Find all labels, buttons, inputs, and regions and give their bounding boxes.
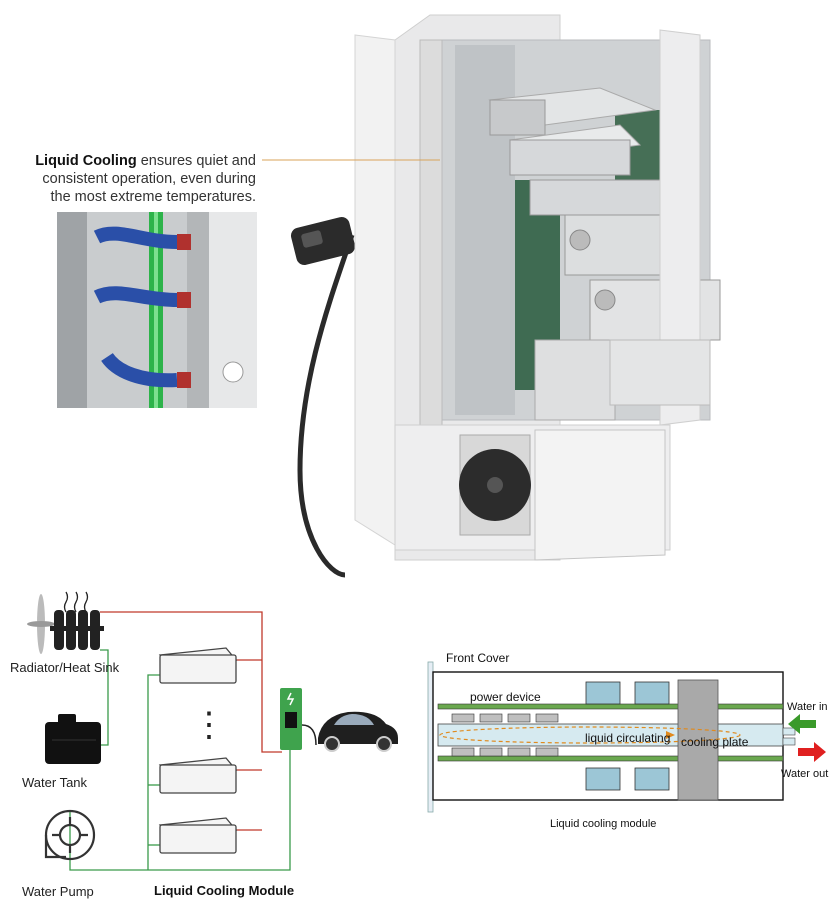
cooling-fan (459, 449, 531, 521)
callout-line3: the most extreme temperatures. (50, 189, 257, 205)
water-pump-label: Water Pump (22, 884, 94, 899)
return-lines (69, 649, 291, 871)
cooling-module-boxes (158, 647, 238, 854)
liquid-cooling-callout: Liquid Cooling ensures quiet and consist… (14, 152, 256, 206)
car-icon (318, 711, 398, 752)
charger-illustration (262, 14, 721, 578)
radiator-label: Radiator/Heat Sink (10, 660, 120, 675)
charging-gun (290, 217, 356, 265)
blue-hoses (93, 226, 178, 388)
cooling-hose-inset (57, 212, 257, 408)
power-devices (451, 713, 559, 757)
cooling-plate-label: cooling plate (681, 735, 749, 749)
liquid-circulation-path (439, 726, 741, 744)
callout-title: Liquid Cooling (35, 153, 137, 169)
cooling-system-diagram (27, 591, 398, 871)
module-ellipsis: ⋮ (192, 706, 226, 744)
callout-line1: ensures quiet and (136, 153, 256, 169)
liquid-circulating-label: liquid circulating (585, 731, 671, 745)
water-in-label: Water in (787, 701, 828, 713)
front-cover-plate (427, 661, 434, 813)
front-cover-label: Front Cover (446, 651, 510, 665)
water-out-label: Water out (781, 768, 829, 780)
water-tank-icon (45, 714, 101, 764)
water-tank-label: Water Tank (22, 775, 88, 790)
ev-charger-icon (280, 688, 317, 750)
supply-lines (100, 611, 282, 831)
liquid-cooling-module-label: Liquid Cooling Module (154, 883, 295, 898)
power-device-label: power device (470, 690, 541, 704)
callout-line2: consistent operation, even during (42, 171, 256, 187)
radiator-icon (27, 591, 104, 654)
module-caption: Liquid cooling module (550, 818, 657, 830)
module-cross-section (427, 661, 826, 813)
charging-cable (297, 234, 355, 578)
water-pump-icon (44, 809, 96, 861)
water-in-arrow (788, 714, 816, 734)
water-out-arrow (798, 742, 826, 762)
